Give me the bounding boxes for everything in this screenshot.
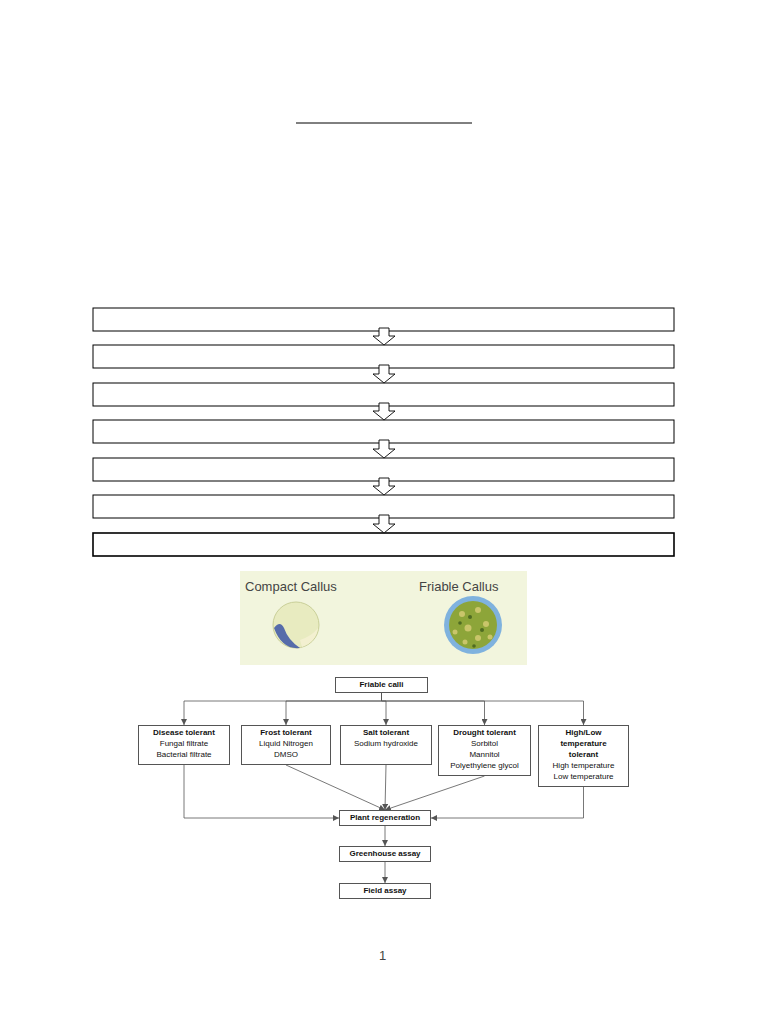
- flow-connector: [382, 693, 584, 725]
- box-item: Bacterial filtrate: [142, 749, 226, 760]
- box-item: Sodium hydroxide: [344, 738, 428, 749]
- compact-callus: [273, 602, 319, 648]
- callus-granules: [453, 607, 493, 645]
- box-item: Fungal filtrate: [142, 738, 226, 749]
- granule: [453, 630, 458, 635]
- process-box: Field assay: [339, 883, 431, 899]
- box-heading: Field assay: [343, 885, 427, 896]
- process-box: Greenhouse assay: [339, 846, 431, 862]
- flow-connector: [286, 693, 382, 725]
- block-arrow: [373, 403, 395, 420]
- granule: [475, 607, 481, 613]
- box-heading: Frost tolerant: [245, 727, 327, 738]
- box-item: DMSO: [245, 749, 327, 760]
- block-arrow: [373, 478, 395, 495]
- block-arrow: [373, 440, 395, 458]
- callus-dark-spots: [458, 615, 484, 648]
- culture-dish: [444, 596, 502, 654]
- process-box: Frost tolerantLiquid NitrogenDMSO: [241, 725, 331, 765]
- box-item: High temperature: [542, 760, 625, 771]
- dark-spot: [458, 621, 462, 625]
- callus-highlight: [300, 628, 318, 647]
- flow-connector: [184, 693, 382, 725]
- friable-callus: [449, 601, 497, 649]
- callus-photo: [240, 571, 527, 665]
- box-heading: Greenhouse assay: [343, 848, 427, 859]
- photo-caption: Compact Callus: [245, 579, 337, 594]
- flow-connector: [385, 826, 386, 846]
- flow-connector: [382, 693, 485, 725]
- flow-connector: [431, 787, 584, 818]
- box-item: Sorbitol: [442, 738, 527, 749]
- box-heading: Drought tolerant: [442, 727, 527, 738]
- granule: [475, 635, 481, 641]
- block-arrow: [373, 365, 395, 383]
- flow-connector: [385, 862, 386, 883]
- box-item: Polyethylene glycol: [442, 760, 527, 771]
- blank-flow-arrows: [373, 328, 395, 533]
- dark-spot: [472, 644, 476, 648]
- process-box: High/Low temperature tolerantHigh temper…: [538, 725, 629, 787]
- blank-flow-boxes: [93, 308, 674, 556]
- photo-caption: Friable Callus: [419, 579, 498, 594]
- photo-background: [240, 571, 527, 665]
- granule: [463, 640, 468, 645]
- process-box: Salt tolerantSodium hydroxide: [340, 725, 432, 765]
- box-heading: Disease tolerant: [142, 727, 226, 738]
- box-heading: Plant regeneration: [343, 812, 427, 823]
- box-heading: High/Low temperature tolerant: [542, 727, 625, 760]
- granule: [483, 621, 489, 627]
- box-item: Low temperature: [542, 771, 625, 782]
- blank-box: [93, 533, 674, 556]
- process-box: Drought tolerantSorbitolMannitolPolyethy…: [438, 725, 531, 776]
- flow-connector: [385, 776, 485, 810]
- callus-shadow: [274, 624, 300, 648]
- process-box: Plant regeneration: [339, 810, 431, 826]
- box-heading: Friable calli: [339, 679, 424, 690]
- granule: [465, 625, 472, 632]
- process-box: Friable calli: [335, 677, 428, 693]
- dark-spot: [480, 628, 484, 632]
- title-underline: [296, 123, 472, 124]
- flow-connector: [382, 693, 387, 725]
- page-number: 1: [379, 948, 386, 963]
- granule: [488, 635, 493, 640]
- flow-connector: [286, 765, 385, 810]
- block-arrow: [373, 328, 395, 345]
- flow-connector: [184, 765, 339, 818]
- process-box: Disease tolerantFungal filtrateBacterial…: [138, 725, 230, 765]
- box-heading: Salt tolerant: [344, 727, 428, 738]
- dark-spot: [468, 615, 472, 619]
- granule: [459, 611, 465, 617]
- box-item: Liquid Nitrogen: [245, 738, 327, 749]
- box-item: Mannitol: [442, 749, 527, 760]
- flow-connector: [385, 765, 386, 810]
- block-arrow: [373, 515, 395, 533]
